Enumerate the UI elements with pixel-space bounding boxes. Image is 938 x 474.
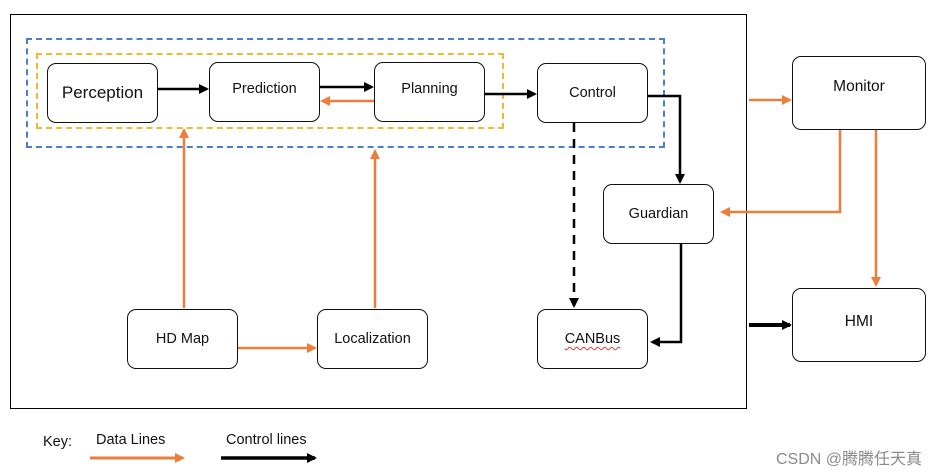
planning-label: Planning	[401, 81, 458, 97]
control-group-dashed-box	[26, 38, 665, 148]
legend-key-label: Key:	[43, 434, 73, 450]
watermark-text: CSDN @腾腾任天真	[775, 451, 922, 468]
canbus-label: CANBus	[564, 331, 621, 347]
localization-label: Localization	[334, 331, 411, 347]
hdmap-label: HD Map	[155, 331, 210, 347]
monitor-label: Monitor	[833, 78, 885, 95]
perception-label: Perception	[61, 83, 144, 102]
localization-node: Localization	[317, 309, 428, 369]
guardian-node: Guardian	[603, 184, 714, 244]
legend-control-lines-label: Control lines	[226, 432, 307, 448]
perception-node: Perception	[47, 63, 158, 123]
guardian-label: Guardian	[628, 206, 689, 222]
prediction-label: Prediction	[232, 81, 297, 97]
planning-node: Planning	[374, 62, 485, 122]
hdmap-node: HD Map	[127, 309, 238, 369]
control-label: Control	[569, 85, 616, 101]
legend-data-lines-label: Data Lines	[96, 432, 166, 448]
hmi-node: HMI	[792, 288, 926, 362]
prediction-node: Prediction	[209, 62, 320, 122]
canbus-node: CANBus	[537, 309, 648, 369]
hmi-label: HMI	[844, 313, 874, 330]
planning-group-dashed-box	[36, 53, 504, 129]
control-node: Control	[537, 63, 648, 123]
monitor-node: Monitor	[792, 56, 926, 130]
